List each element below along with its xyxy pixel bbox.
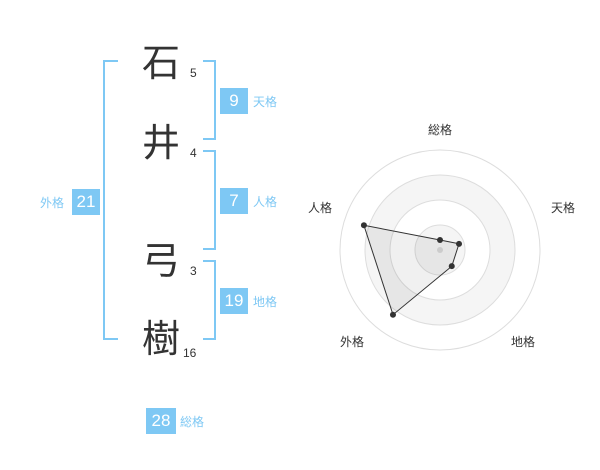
stroke-count-4: 16 xyxy=(183,346,197,360)
radar-axis-label-tenkaku: 天格 xyxy=(551,200,575,215)
soukaku-label: 総格 xyxy=(180,415,205,429)
radar-axis-label-gaikaku: 外格 xyxy=(340,334,364,349)
name-char-4: 樹 xyxy=(142,317,181,361)
jinkaku-label: 人格 xyxy=(253,195,278,209)
tenkaku-value: 9 xyxy=(220,88,248,114)
chikaku-value: 19 xyxy=(220,288,248,314)
radar-axis-label-soukaku: 総格 xyxy=(428,122,452,137)
stroke-count-3: 3 xyxy=(190,264,197,278)
radar-point xyxy=(456,240,463,247)
chikaku-bracket xyxy=(203,260,216,340)
gaikaku-bracket xyxy=(103,60,118,340)
soukaku-value: 28 xyxy=(146,408,176,434)
jinkaku-value: 7 xyxy=(220,188,248,214)
gaikaku-value: 21 xyxy=(72,189,100,215)
radar-axis-label-chikaku: 地格 xyxy=(511,334,535,349)
radar-axis-label-jinkaku: 人格 xyxy=(308,200,332,215)
name-char-2: 井 xyxy=(142,121,181,165)
gaikaku-label: 外格 xyxy=(40,196,65,210)
stroke-count-2: 4 xyxy=(190,146,197,160)
radar-point xyxy=(389,311,396,318)
radar-point xyxy=(448,263,455,270)
radar-points xyxy=(360,222,463,318)
radar-point xyxy=(437,237,443,243)
radar-center-dot xyxy=(437,247,443,253)
tenkaku-bracket xyxy=(203,60,216,140)
name-char-1: 石 xyxy=(142,41,181,85)
stroke-count-1: 5 xyxy=(190,66,197,80)
tenkaku-label: 天格 xyxy=(253,95,278,109)
jinkaku-bracket xyxy=(203,150,216,250)
radar-point xyxy=(360,222,367,229)
name-char-3: 弓 xyxy=(142,239,181,283)
radar-shape xyxy=(363,224,460,316)
chikaku-label: 地格 xyxy=(253,295,278,309)
